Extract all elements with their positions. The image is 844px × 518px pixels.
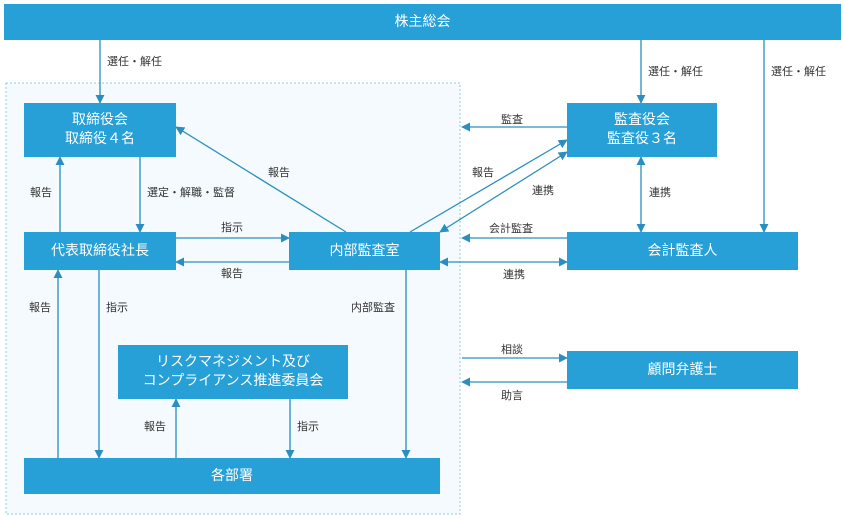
label-elect-accounting: 選任・解任 [771,65,826,78]
node-board-line2: 取締役４名 [65,131,135,147]
node-auditors-line1: 監査役会 [614,112,670,128]
label-instruct-president-departments: 指示 [106,301,128,314]
node-president: 代表取締役社長 [24,232,176,270]
node-board: 取締役会 取締役４名 [24,103,176,157]
node-shareholders-label: 株主総会 [394,13,451,30]
label-report-internal-president: 報告 [221,267,243,280]
node-accounting-auditor-label: 会計監査人 [647,242,718,259]
node-president-label: 代表取締役社長 [51,242,149,259]
label-report-internal-board: 報告 [268,166,290,179]
node-auditors-line2: 監査役３名 [607,131,677,147]
node-legal-counsel: 顧問弁護士 [567,351,798,389]
label-accounting-audit: 会計監査 [489,222,533,235]
label-select-dismiss-supervise: 選定・解職・監督 [147,186,235,199]
label-internal-audit-departments: 内部監査 [351,301,395,314]
label-report-departments-committee: 報告 [144,420,166,433]
node-risk-committee-line2: コンプライアンス推進委員会 [142,373,324,389]
label-cooperate-internal-accounting: 連携 [503,268,525,281]
arrow-internal-to-board [175,126,347,233]
label-audit: 監査 [501,113,523,126]
label-report-departments-president: 報告 [29,301,51,314]
node-auditors: 監査役会 監査役３名 [567,103,717,157]
node-internal-audit-label: 内部監査室 [329,242,400,259]
label-report-president-board: 報告 [30,186,52,199]
node-accounting-auditor: 会計監査人 [567,232,798,270]
label-advice: 助言 [501,389,523,402]
label-consult: 相談 [501,343,523,356]
arrow-auditors-internal-cooperate [439,151,568,233]
node-departments-label: 各部署 [211,467,253,484]
node-risk-committee: リスクマネジメント及び コンプライアンス推進委員会 [118,345,348,399]
node-board-line1: 取締役会 [72,112,128,128]
label-cooperate-auditors-internal: 連携 [532,184,554,197]
node-legal-counsel-label: 顧問弁護士 [647,361,718,378]
label-instruct-committee-departments: 指示 [297,420,319,433]
node-shareholders: 株主総会 [4,4,841,40]
node-departments: 各部署 [24,458,440,494]
label-elect-auditors: 選任・解任 [648,65,703,78]
node-risk-committee-line1: リスクマネジメント及び [156,354,310,370]
label-elect-board: 選任・解任 [107,55,162,68]
label-cooperate-auditors-accounting: 連携 [649,186,671,199]
label-instruct-president-internal: 指示 [221,221,243,234]
label-report-internal-auditors: 報告 [472,166,494,179]
node-internal-audit: 内部監査室 [289,232,440,270]
